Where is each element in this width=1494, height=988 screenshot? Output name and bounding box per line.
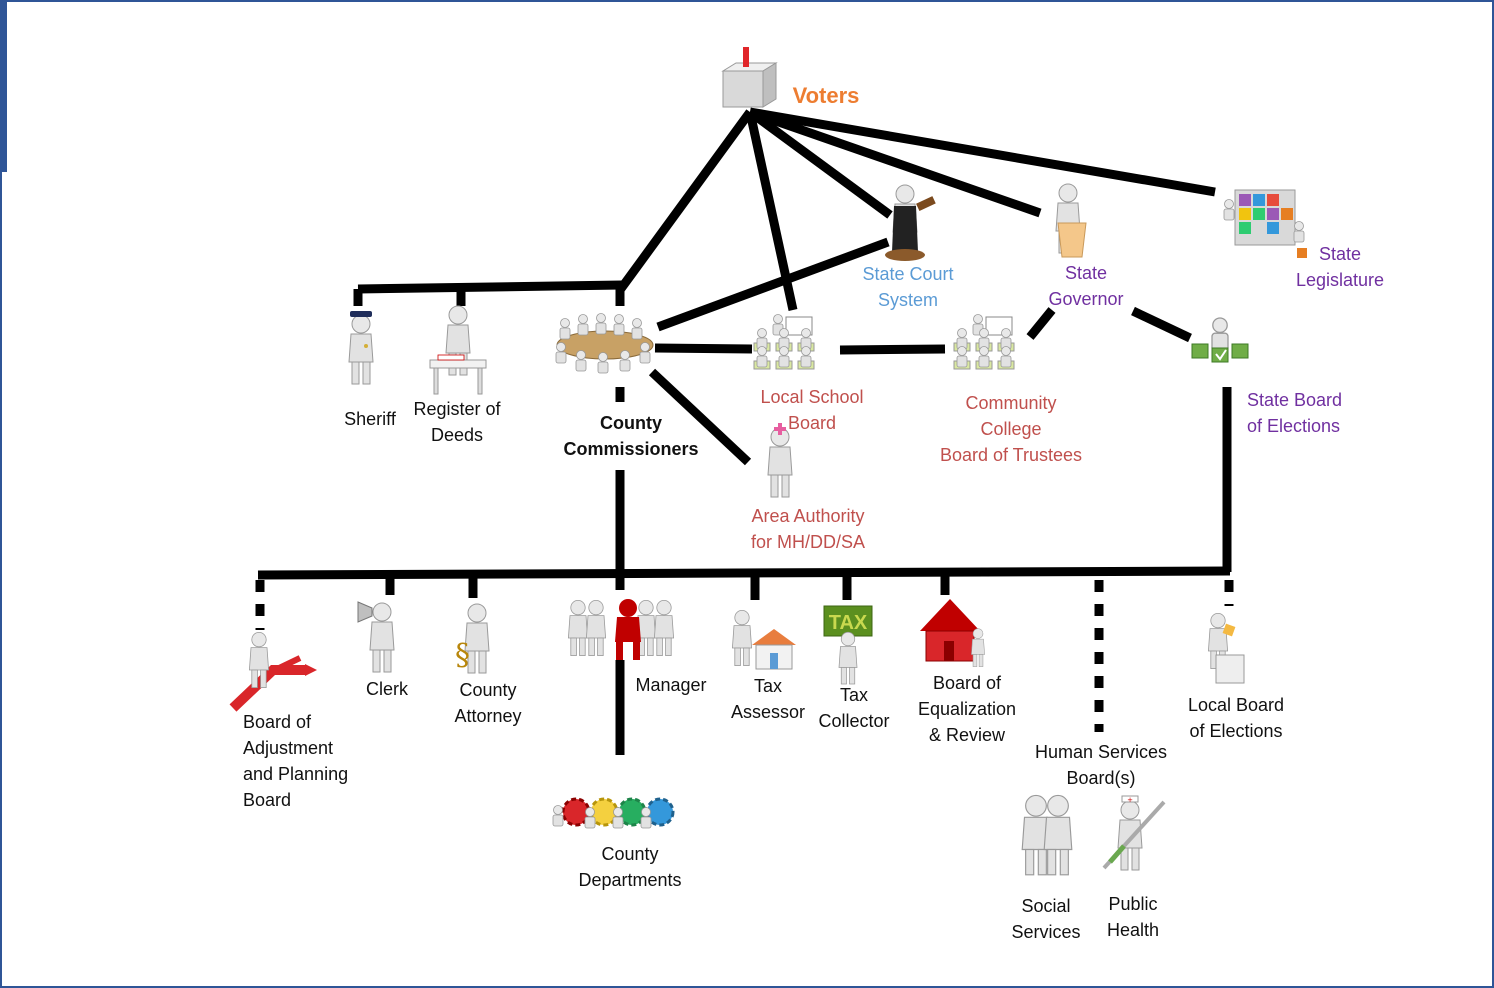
line-commissioners-school	[654, 343, 753, 354]
board-of-equalization-label: Board of Equalization & Review	[917, 673, 1017, 745]
local-board-of-elections-label: Local Board of Elections	[1187, 695, 1285, 741]
red-house-icon	[920, 599, 985, 667]
sheriff-label: Sheriff	[344, 409, 396, 429]
house-assessor-icon	[732, 610, 796, 670]
police-officer-icon	[348, 311, 374, 385]
county-attorney-label: County Attorney	[454, 680, 522, 726]
line-commissioners-area-authority	[648, 368, 752, 466]
county-departments-label: County Departments	[578, 844, 682, 890]
medical-cross-icon	[767, 423, 793, 498]
state-court-system-label: State Court System	[862, 264, 954, 310]
line-school-college	[839, 344, 946, 355]
podium-speaker-icon	[1055, 183, 1087, 258]
svg-text:+: +	[1127, 796, 1133, 804]
register-of-deeds-label: Register of Deeds	[413, 399, 501, 445]
classroom-icon	[953, 314, 1015, 370]
meeting-table-icon	[555, 313, 654, 374]
social-services-label: Social Services	[1011, 896, 1081, 942]
line-voters-governor	[748, 107, 1042, 218]
tax-sign-icon: TAX	[823, 605, 873, 685]
cube-puzzle-icon	[1223, 189, 1307, 258]
nurse-syringe-icon: +	[1102, 795, 1166, 871]
judge-gavel-icon	[885, 184, 936, 261]
community-college-label: Community College Board of Trustees	[939, 393, 1083, 465]
county-commissioners-label: County Commissioners	[563, 413, 699, 459]
area-authority-label: Area Authority for MH/DD/SA	[750, 506, 865, 552]
dashed-connectors	[255, 580, 1234, 732]
connector-lines	[257, 107, 1232, 755]
line-voters-commissioners	[616, 109, 754, 293]
classroom-icon	[753, 314, 815, 370]
clerk-label: Clerk	[365, 679, 408, 699]
state-legislature-label: State Legislature	[1295, 244, 1385, 290]
tax-collector-label: Tax Collector	[818, 685, 890, 731]
line-bottom-bar	[257, 566, 1231, 580]
team-leader-icon	[568, 599, 674, 660]
tax-sign-text: TAX	[829, 612, 868, 634]
frame-left-accent	[2, 2, 7, 172]
couple-icon	[1021, 794, 1073, 876]
manager-label: Manager	[635, 675, 707, 695]
local-school-board-label: Local School Board	[760, 387, 864, 433]
line-voters-legislature	[749, 107, 1216, 197]
gears-icon	[552, 797, 675, 829]
tax-assessor-label: Tax Assessor	[730, 676, 806, 722]
line-voters-court	[747, 108, 893, 219]
line-governor-college	[1026, 307, 1056, 340]
line-governor-elections	[1131, 306, 1192, 343]
state-governor-label: State Governor	[1048, 263, 1124, 309]
ballot-box-icon	[721, 47, 778, 108]
voters-label: Voters	[792, 83, 860, 108]
line-top-bar	[357, 280, 623, 294]
human-services-boards-label: Human Services Board(s)	[1034, 742, 1168, 788]
voting-check-icon	[1191, 317, 1249, 363]
crossroads-arrow-icon	[229, 632, 317, 712]
desk-clerk-icon	[429, 305, 487, 395]
public-health-label: Public Health	[1106, 894, 1160, 940]
svg-text:§: §	[455, 638, 470, 673]
board-of-adjustment-label: Board of Adjustment and Planning Board	[243, 712, 349, 810]
line-commissioners-court	[656, 237, 890, 332]
ballot-person-icon	[1208, 613, 1245, 684]
state-board-of-elections-label: State Board of Elections	[1247, 390, 1343, 436]
section-sign-icon: §	[455, 603, 490, 674]
megaphone-icon	[357, 601, 395, 673]
